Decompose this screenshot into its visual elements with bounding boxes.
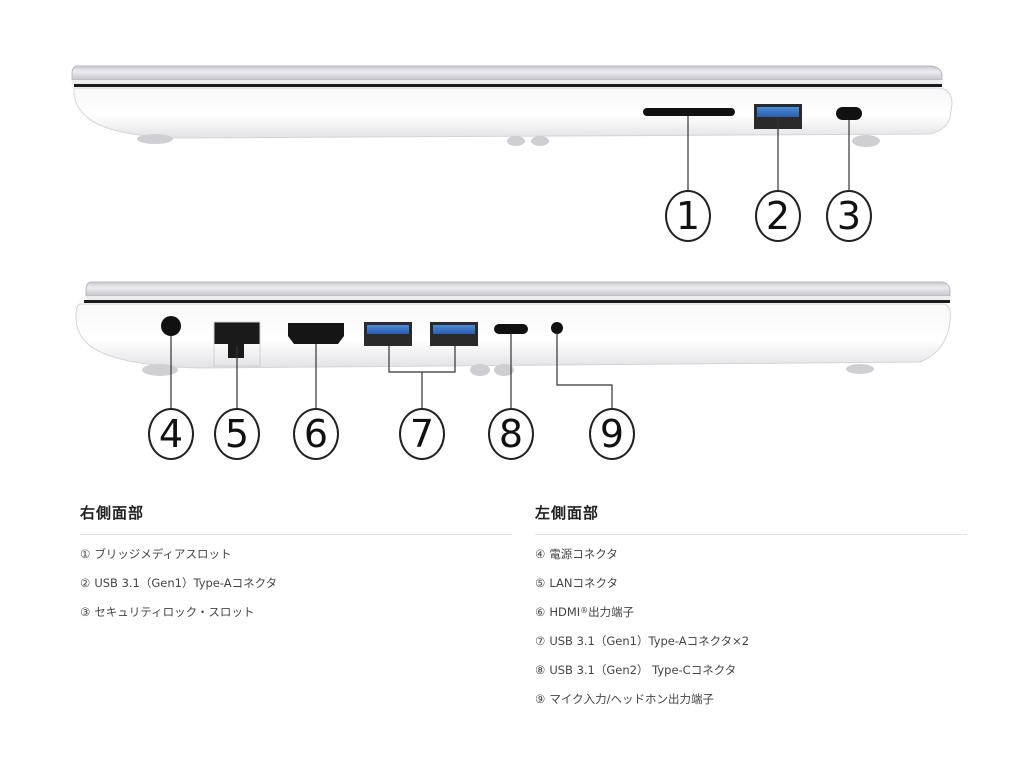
security-lock-slot [836, 107, 862, 120]
callout-2: 2 [755, 190, 801, 242]
usb-a-port-1 [364, 322, 412, 346]
callout-3: 3 [826, 190, 872, 242]
callout-9: 9 [589, 408, 635, 460]
laptop-side-views [71, 65, 953, 410]
card-slot-port [643, 108, 735, 116]
laptop-ports-figure: 1 2 3 4 5 6 7 8 9 [71, 65, 953, 460]
power-jack [161, 316, 181, 336]
usb-a-port-2 [430, 322, 478, 346]
usb-c-port [494, 324, 528, 334]
audio-jack [551, 322, 563, 334]
right-side-laptop [71, 65, 953, 192]
callout-4: 4 [148, 408, 194, 460]
divider [80, 534, 512, 535]
left-side-laptop [75, 281, 951, 410]
callout-8: 8 [488, 408, 534, 460]
callout-5: 5 [214, 408, 260, 460]
right-side-title: 右側面部 [80, 504, 145, 522]
hdmi-port [288, 323, 344, 344]
divider [535, 534, 967, 535]
callout-7: 7 [399, 408, 445, 460]
left-side-title: 左側面部 [535, 504, 600, 522]
callout-1: 1 [665, 190, 711, 242]
registered-mark: ® [580, 606, 589, 615]
callout-6: 6 [293, 408, 339, 460]
